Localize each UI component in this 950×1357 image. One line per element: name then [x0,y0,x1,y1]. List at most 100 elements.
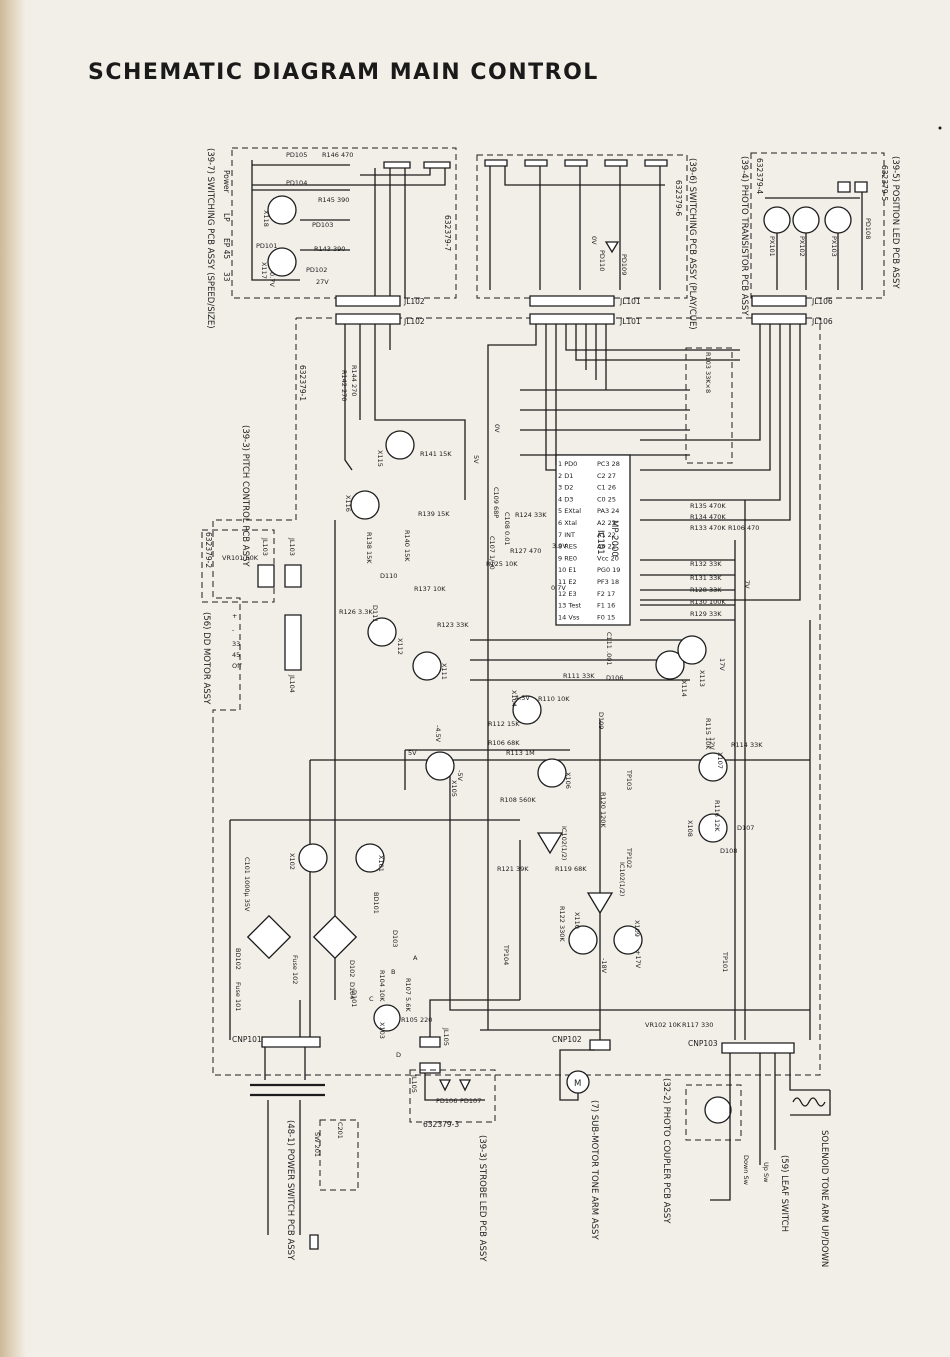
label-marker-b: B [391,968,395,976]
label-leaf-switch: (59) LEAF SWITCH [779,1155,789,1232]
label-jl101-bot: JL101 [619,317,641,326]
resistor-label: R129 33K [690,610,722,618]
ic101-pin-right: PF3 18 [597,578,619,586]
label-bd101: BD101 [372,892,380,914]
bridge-rectifiers [248,916,356,958]
label-pd102: PD102 [306,266,327,274]
resistor-label: R121 39K [497,865,529,873]
resistor-label: R115 10K [704,718,712,750]
label-fuse102: Fuse 102 [291,955,299,984]
label-power-switch-board: (48-1) POWER SWITCH PCB ASSY [285,1120,295,1261]
transistor-label: X112 [396,638,404,655]
label-dd-plus: + [232,612,237,620]
ic101-pin-left: 12 E3 [558,590,577,598]
label-pd103: PD103 [312,221,333,229]
label-632379-4: 632379-4 [755,158,764,194]
label-px101: PX101 [768,236,776,257]
ic101-pin-left: 5 EXtal [558,507,581,515]
speed-switch-bars [252,162,450,298]
label-pd106: PD106 [436,1097,457,1105]
resistor-label: R127 470 [510,547,541,555]
label-x117: X117 [260,262,268,279]
resistor-label: R111 33K [563,672,595,680]
transistor-label: X116 [344,495,352,512]
label-cnp101: CNP101 [232,1035,262,1044]
strobe-leds [425,1073,485,1100]
bottom-connectors [258,565,794,1073]
label-pd104: PD104 [286,179,307,187]
ic101-pin-right: C2 27 [597,472,616,480]
resistor-label: R105 220 [401,1016,432,1024]
label-632379-5: 632379-5 [880,165,889,201]
strobe-led-board [410,1070,495,1122]
label-marker-d: D [396,1051,401,1059]
resistor-label: VR102 10K [645,1021,682,1029]
transistor-label: X109 [633,920,641,937]
resistor-label: R124 33K [515,511,547,519]
ic101-pin-right: C1 26 [597,484,616,492]
ic102-opamp-b [588,893,612,913]
power-transformer [250,1047,358,1249]
resistor-label: R126 3.3K [339,608,373,616]
label-speed-33: 33 [222,272,231,282]
resistor-label: R137 10K [414,585,446,593]
ic101-pin-left: 8 RES [558,543,577,551]
label-dd-minus: - [232,626,235,634]
play-cue-board [477,155,687,298]
voltage-labels: 0V5V3.9V4.5V-4.5V-5V12V17V-18V+17V5V0.7V… [408,424,751,974]
label-jl103-a: JL103 [261,537,269,556]
ic101-pin-left: 2 D1 [558,472,573,480]
voltage-label: 17V [718,658,726,671]
resistor-label: R138 15K [365,532,373,564]
resistor-label: R125 10K [486,560,518,568]
label-07v: 0.7V [268,272,276,287]
voltage-label: 5V [472,455,480,464]
resistor-label: R123 33K [437,621,469,629]
label-632379-3: 632379-3 [423,1120,459,1129]
label-cnp103: CNP103 [688,1039,718,1048]
voltage-label: 7V [743,580,751,589]
resistor-label: R108 560K [500,796,536,804]
resistor-label: R139 15K [418,510,450,518]
label-632379-7: 632379-7 [443,215,452,251]
label-sw201: SW 201 [313,1132,321,1157]
jl106-connector [752,296,806,324]
label-marker-a: A [413,954,418,962]
ic101-pin-left: 1 PD0 [558,460,577,468]
diode-label: D108 [720,847,737,855]
label-photo-transistor-board: (39-4) PHOTO TRANSISTOR PCB ASSY [739,156,749,316]
resistor-label: R112 15K [488,720,520,728]
transistor-label: X102 [288,853,296,870]
r103-network [686,348,732,463]
transistor-label: X107 [716,752,724,769]
label-play-cue-board: (39-6) SWITCHING PCB ASSY (PLAY/CUE) [687,158,697,330]
ic101-pin-left: 7 INT [558,531,575,539]
diode-label: D104 [348,982,356,999]
ic101-pin-left: 11 E2 [558,578,577,586]
label-playcue-0v: 0V [590,236,598,245]
ic101-pin-right: A1 22 [597,531,616,539]
ic101-pin-right: F0 15 [597,613,615,621]
resistor-label: R119 68K [555,865,587,873]
page-title: SCHEMATIC DIAGRAM MAIN CONTROL [88,60,599,85]
photo-board [751,153,884,298]
diode-label: D110 [380,572,397,580]
transistor-label: X110 [573,912,581,929]
label-pd107: PD107 [460,1097,481,1105]
ic101-pin-left: 14 Vss [558,613,580,621]
voltage-label: -18V [600,958,608,974]
label-pitch-board: (39-3) PITCH CONTROL PCB ASSY [240,425,250,567]
transistor-label: X103 [378,1022,386,1039]
label-c201: C201 [336,1122,344,1139]
ic101-pin-right: C0 25 [597,495,616,503]
resistor-label: R142 270 [340,370,348,401]
ic101-pin-right: PG0 19 [597,566,620,574]
label-marker-c: C [369,995,374,1003]
label-jl103-b: JL103 [288,537,296,556]
